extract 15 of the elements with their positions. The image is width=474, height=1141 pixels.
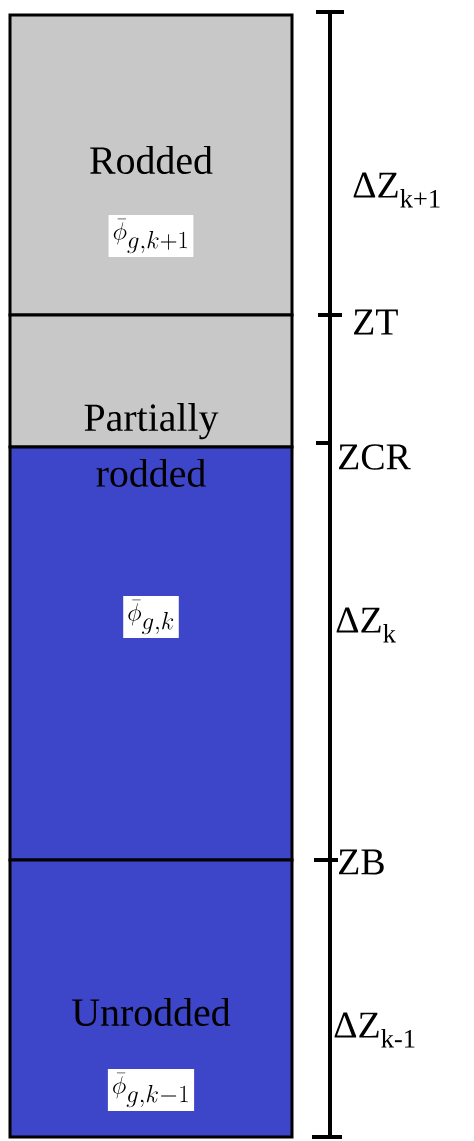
- formula-box: $\bar{\phi}_{g,k+1}$: [108, 215, 194, 257]
- region-box: [8, 858, 294, 1139]
- dimension-label: ΔZ$_{k}$: [336, 607, 396, 643]
- dimension-label: ΔZ$_{k-1}$: [334, 1012, 415, 1048]
- formula-box: $\bar{\phi}_{g,k-1}$: [107, 1069, 195, 1111]
- dimension-label: ZCR: [339, 444, 411, 470]
- region-label: Rodded: [90, 146, 213, 175]
- region-box: [8, 313, 294, 449]
- dimension-label: ZB: [339, 849, 384, 875]
- dimension-label: ZT: [354, 309, 398, 335]
- dimension-label: ΔZ$_{k+1}$: [353, 172, 440, 208]
- region-box: [8, 445, 294, 862]
- region-label: Partially rodded: [84, 403, 219, 487]
- formula-box: $\bar{\phi}_{g,k}$: [123, 596, 179, 638]
- region-label: Unrodded: [72, 998, 231, 1027]
